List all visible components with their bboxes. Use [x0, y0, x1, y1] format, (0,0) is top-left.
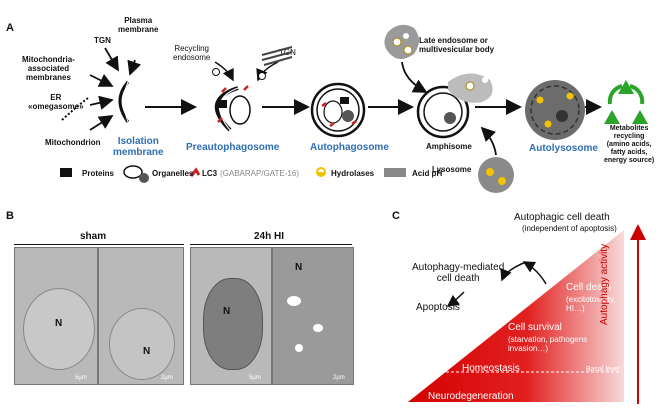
recycle-icon: [604, 80, 648, 124]
acid-ph-icon: [384, 168, 406, 177]
panel-c-letter: C: [392, 210, 400, 222]
scale-bar: 2µm: [333, 375, 345, 381]
hi-rule: [190, 244, 352, 245]
autolysosome-label: Autolysosome: [529, 143, 598, 154]
n-label: N: [223, 306, 231, 317]
apoptosis-label: Apoptosis: [416, 302, 460, 313]
n-label: N: [143, 346, 151, 357]
legend-hydrolases: Hydrolases: [331, 169, 375, 178]
plasma-membrane-label: Plasma membrane: [118, 16, 159, 34]
em-sham-1: N 5µm: [14, 247, 98, 385]
lysosome-label: Lysosome: [432, 165, 472, 174]
scale-bar: 5µm: [75, 375, 87, 381]
panel-c-diagram: [408, 224, 646, 404]
legend-lc3-alt: (GABARAP/GATE-16): [220, 169, 299, 178]
em-hi-2: N 2µm: [272, 247, 354, 385]
mito-membranes-label: Mitochondria- associated membranes: [22, 55, 75, 82]
amphisome-label: Amphisome: [426, 142, 472, 151]
panel-b-letter: B: [6, 210, 14, 222]
autophagy-mediated-cell-death: Autophagy-mediated cell death: [412, 262, 505, 284]
preautophagosome-label: Preautophagosome: [186, 142, 280, 153]
homeostasis-label: Homeostasis: [462, 363, 520, 374]
n-label: N: [295, 262, 303, 273]
legend-lc3: LC3: [202, 169, 218, 178]
panel-a-diagram: [60, 24, 648, 193]
autophagic-cell-death: Autophagic cell death: [514, 212, 610, 223]
cell-death-sub: (excitotoxicity, HI…): [566, 295, 616, 313]
er-omegasome-label: ER «omegasome»: [28, 93, 84, 111]
cell-death-label: Cell death: [566, 282, 612, 293]
em-hi-1: N 5µm: [190, 247, 272, 385]
sham-title: sham: [80, 231, 107, 242]
metabolites-label: Metabolites recycling (amino acids, fatt…: [604, 125, 655, 164]
basal-level-label: Basal level: [586, 366, 620, 373]
hi-title: 24h HI: [254, 231, 285, 242]
legend-acid-ph: Acid pH: [412, 169, 443, 178]
mitochondrion-label: Mitochondrion: [45, 138, 101, 147]
autophagosome-label: Autophagosome: [310, 142, 389, 153]
isolation-membrane-label: Isolation membrane: [113, 136, 164, 158]
n-label: N: [55, 318, 63, 329]
cell-survival-label: Cell survival: [508, 322, 562, 333]
neurodegeneration-label: Neurodegeneration: [428, 391, 514, 402]
autophagy-activity-label: Autophagy activity: [599, 243, 610, 325]
organelles-icon: [123, 165, 143, 179]
legend-proteins: Proteins: [82, 169, 115, 178]
scale-bar: 2µm: [161, 375, 173, 381]
scale-bar: 5µm: [249, 375, 261, 381]
tgn-left-label: TGN: [94, 36, 111, 45]
activity-triangle: [408, 230, 624, 402]
em-sham-2: N 2µm: [98, 247, 184, 385]
independent-of-apoptosis: (independent of apoptosis): [522, 224, 617, 233]
cell-survival-sub: (starvation, pathogens invasion…): [508, 335, 588, 353]
lc3-icon: [189, 167, 201, 177]
panel-a-letter: A: [6, 22, 14, 34]
late-endosome-label: Late endosome or multivesicular body: [419, 36, 495, 54]
proteins-icon: [60, 168, 72, 177]
recycling-endosome-label: Recycling endosome: [173, 44, 211, 62]
sham-rule: [14, 244, 184, 245]
legend-organelles: Organelles: [152, 169, 194, 178]
